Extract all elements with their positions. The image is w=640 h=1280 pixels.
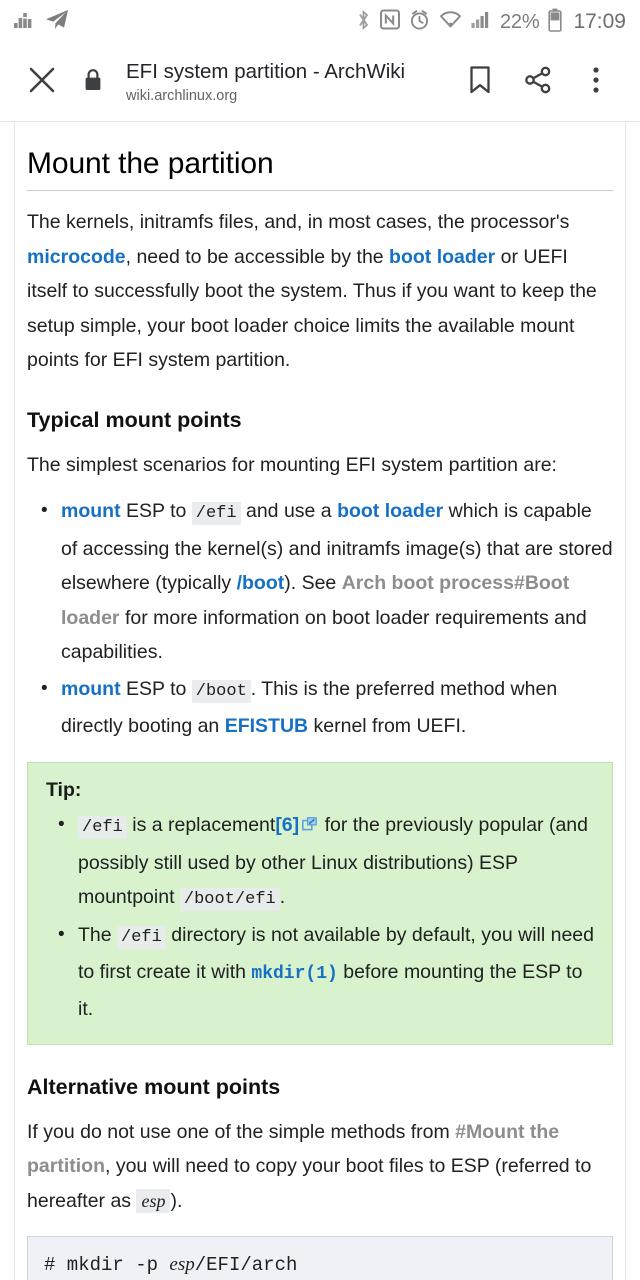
reference-link-6[interactable]: [6]	[275, 814, 300, 837]
typical-lead-paragraph: The simplest scenarios for mounting EFI …	[27, 453, 557, 476]
nfc-icon	[380, 9, 400, 35]
toolbar-titles[interactable]: EFI system partition - ArchWiki wiki.arc…	[126, 59, 446, 105]
clock-label: 17:09	[573, 10, 626, 33]
article-container: Mount the partition The kernels, initram…	[14, 122, 626, 1280]
b1-text-1: ESP to	[120, 500, 192, 523]
telegram-icon	[45, 9, 69, 35]
b2-text-1: ESP to	[120, 677, 192, 700]
webview-content[interactable]: Mount the partition The kernels, initram…	[0, 122, 640, 1280]
tip1-text-1: is a replacement	[126, 814, 276, 837]
link-microcode[interactable]: microcode	[27, 245, 126, 268]
code-esp: esp	[136, 1188, 171, 1213]
bluetooth-icon	[356, 9, 371, 36]
intro-paragraph: The kernels, initramfs files, and, in mo…	[27, 205, 613, 378]
list-item: mount ESP to /boot. This is the preferre…	[41, 672, 613, 744]
close-icon	[27, 65, 57, 100]
typical-mount-points-list: mount ESP to /efi and use a boot loader …	[27, 494, 613, 744]
alternative-paragraph: If you do not use one of the simple meth…	[27, 1115, 613, 1219]
section-heading-mount-the-partition: Mount the partition	[27, 122, 613, 192]
close-button[interactable]	[20, 61, 64, 105]
overflow-menu-icon	[592, 65, 600, 100]
intro-text-3: or UEFI itself to successfully boot the …	[27, 245, 597, 372]
overflow-menu-button[interactable]	[570, 57, 622, 109]
equalizer-icon	[14, 10, 36, 35]
external-link-icon	[302, 809, 318, 831]
cellular-signal-icon	[471, 10, 491, 34]
list-item: mount ESP to /efi and use a boot loader …	[41, 494, 613, 670]
battery-percent-label: 22%	[500, 10, 540, 33]
status-bar-notifications	[14, 9, 69, 35]
tip-box: Tip: /efi is a replacement[6] for the pr…	[27, 761, 613, 1046]
code-rest: /EFI/arch	[194, 1254, 298, 1277]
intro-text-2: , need to be accessible by the	[125, 245, 390, 268]
toolbar-actions	[454, 57, 622, 109]
alt-text-2: , you will need to copy your boot files …	[27, 1155, 592, 1212]
b1-text-4: ). See	[284, 572, 342, 595]
status-bar-system-icons: 22% 17:09	[356, 8, 626, 37]
link-mount[interactable]: mount	[61, 677, 121, 700]
share-button[interactable]	[512, 57, 564, 109]
code-boot-efi: /boot/efi	[179, 888, 280, 912]
b2-text-3: kernel from UEFI.	[308, 715, 467, 738]
code-block: # mkdir -p esp/EFI/arch	[27, 1236, 613, 1280]
code-efi: /efi	[117, 925, 166, 949]
tip2-text-3: before mounting the ESP to it.	[78, 961, 583, 1020]
intro-text-1: The kernels, initramfs files, and, in mo…	[27, 211, 570, 234]
b1-text-2: and use a	[240, 500, 338, 523]
list-item: /efi is a replacement[6] for the previou…	[58, 808, 594, 918]
page-title: EFI system partition - ArchWiki	[126, 60, 406, 84]
link-mount[interactable]: mount	[61, 500, 121, 523]
tip1-text-3: .	[279, 886, 286, 909]
browser-toolbar: EFI system partition - ArchWiki wiki.arc…	[0, 44, 640, 122]
tip1-text-2: for the previously popular (and possibly…	[78, 814, 588, 909]
b2-text-2: . This is the preferred method when dire…	[61, 677, 558, 738]
link-mount-the-partition[interactable]: #Mount the partition	[27, 1120, 560, 1178]
subsection-heading-alternative-mount-points: Alternative mount points	[27, 1075, 281, 1100]
bookmark-button[interactable]	[454, 57, 506, 109]
code-efi: /efi	[191, 502, 241, 526]
code-variable-esp: esp	[169, 1254, 195, 1276]
b1-text-5: for more information on boot loader requ…	[61, 606, 587, 664]
alt-text-1: If you do not use one of the simple meth…	[27, 1120, 456, 1143]
bookmark-icon	[468, 65, 492, 100]
subsection-heading-typical-mount-points: Typical mount points	[27, 407, 242, 432]
link-boot[interactable]: /boot	[236, 572, 285, 595]
wifi-icon	[439, 10, 462, 34]
alt-text-3: ).	[170, 1189, 183, 1212]
tip-label: Tip:	[46, 778, 82, 801]
alarm-icon	[409, 9, 430, 36]
site-security-button[interactable]	[74, 61, 112, 105]
android-status-bar: 22% 17:09	[0, 0, 640, 44]
link-arch-boot-process[interactable]: Arch boot process#Boot loader	[61, 572, 570, 629]
list-item: The /efi directory is not available by d…	[58, 918, 594, 1027]
code-boot: /boot	[191, 679, 251, 703]
lock-icon	[83, 68, 103, 97]
battery-icon	[548, 8, 563, 37]
share-icon	[523, 65, 553, 100]
code-prompt: # mkdir -p	[44, 1254, 170, 1277]
link-boot-loader[interactable]: boot loader	[389, 245, 496, 268]
link-mkdir-manpage[interactable]: mkdir(1)	[251, 964, 338, 985]
tip2-text-1: The	[78, 923, 118, 946]
page-url: wiki.archlinux.org	[126, 88, 238, 105]
link-efistub[interactable]: EFISTUB	[224, 715, 309, 738]
tip-list: /efi is a replacement[6] for the previou…	[46, 808, 594, 1026]
link-boot-loader[interactable]: boot loader	[337, 500, 444, 523]
code-efi: /efi	[78, 816, 127, 840]
b1-text-3: which is capable of accessing the kernel…	[61, 500, 613, 595]
tip2-text-2: directory is not available by default, y…	[78, 923, 594, 984]
